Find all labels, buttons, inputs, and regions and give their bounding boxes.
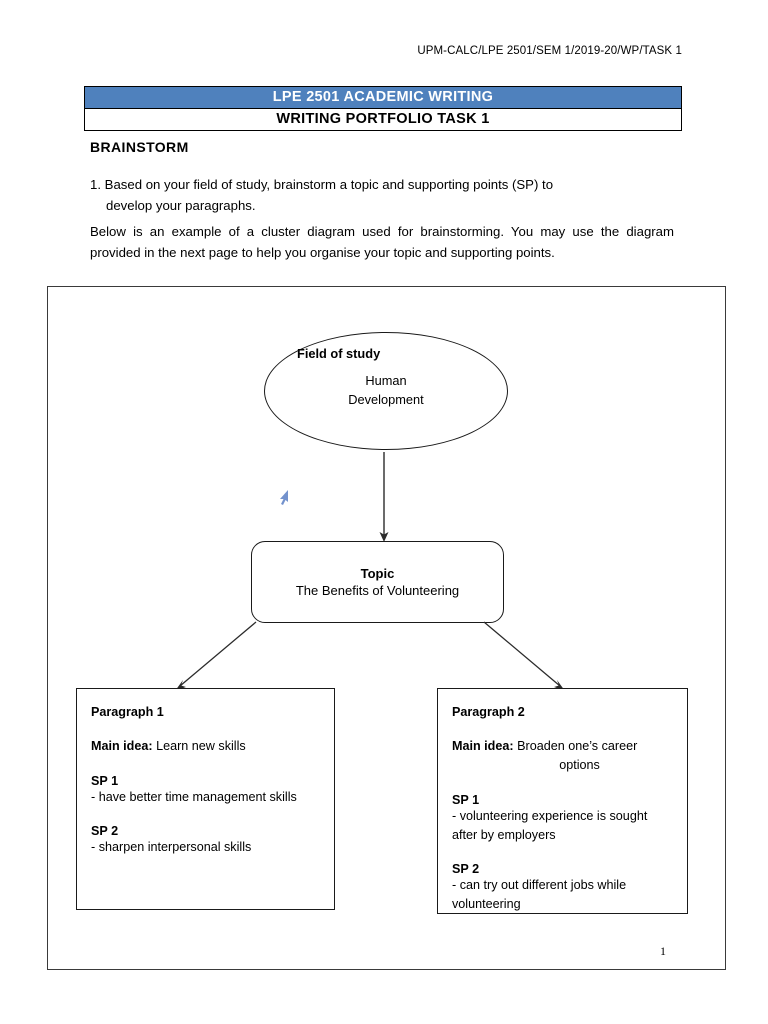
paragraph-2-main-idea: Main idea: Broaden one’s career options xyxy=(452,737,673,775)
paragraph-1-sp-1-text: - have better time management skills xyxy=(91,790,297,804)
node-field-of-study: Field of study Human Development xyxy=(264,332,508,450)
paragraph-2-sp-2-label: SP 2 xyxy=(452,862,480,876)
instruction-paragraph-2: Below is an example of a cluster diagram… xyxy=(90,224,674,260)
topic-value: The Benefits of Volunteering xyxy=(295,583,460,598)
paragraph-1-title: Paragraph 1 xyxy=(91,705,164,719)
node-paragraph-1: Paragraph 1 Main idea: Learn new skills … xyxy=(76,688,335,910)
connector-topic-to-paragraphs xyxy=(160,618,580,696)
node-paragraph-2: Paragraph 2 Main idea: Broaden one’s car… xyxy=(437,688,688,914)
arrow-branch-icon xyxy=(175,621,565,691)
cursor-arrow-icon xyxy=(280,490,288,505)
paragraph-1-main-idea-label: Main idea: xyxy=(91,739,153,753)
paragraph-1-sp-2-label: SP 2 xyxy=(91,824,119,838)
document-running-header: UPM-CALC/LPE 2501/SEM 1/2019-20/WP/TASK … xyxy=(417,45,682,57)
paragraph-2-main-idea-text-line-2: options xyxy=(559,758,600,772)
paragraph-2-main-idea-label: Main idea: xyxy=(452,739,514,753)
instruction-1-line-2: develop your paragraphs. xyxy=(106,198,256,213)
instruction-1-line-1: 1. Based on your field of study, brainst… xyxy=(90,177,554,192)
arrow-down-icon xyxy=(379,452,389,542)
topic-label: Topic xyxy=(360,566,395,581)
title-block: LPE 2501 ACADEMIC WRITING WRITING PORTFO… xyxy=(84,86,682,131)
paragraph-2-sp-1-label: SP 1 xyxy=(452,793,480,807)
field-of-study-value-line-2: Development xyxy=(348,392,424,407)
paragraph-1-main-idea: Main idea: Learn new skills xyxy=(91,737,320,756)
mouse-cursor-artifact xyxy=(276,488,294,508)
field-of-study-value: Human Development xyxy=(265,371,507,409)
paragraph-1-main-idea-text: Learn new skills xyxy=(156,739,246,753)
course-title-bar: LPE 2501 ACADEMIC WRITING xyxy=(85,87,681,109)
task-title-bar: WRITING PORTFOLIO TASK 1 xyxy=(85,109,681,130)
section-heading-brainstorm: BRAINSTORM xyxy=(90,139,189,155)
field-of-study-value-line-1: Human xyxy=(365,373,407,388)
paragraph-2-main-idea-text: Broaden one’s career xyxy=(517,739,638,753)
paragraph-1-sp-1-label: SP 1 xyxy=(91,774,119,788)
page-number: 1 xyxy=(660,944,666,958)
field-of-study-label: Field of study xyxy=(297,346,381,361)
node-topic: Topic The Benefits of Volunteering xyxy=(251,541,504,623)
paragraph-2-title: Paragraph 2 xyxy=(452,705,525,719)
instruction-item-1: 1. Based on your field of study, brainst… xyxy=(90,174,674,216)
connector-field-to-topic xyxy=(370,452,398,544)
paragraph-2-sp-2-text: - can try out different jobs while volun… xyxy=(452,878,627,911)
paragraph-2-sp-1-text: - volunteering experience is sought afte… xyxy=(452,809,648,842)
paragraph-1-sp-2-text: - sharpen interpersonal skills xyxy=(91,840,252,854)
